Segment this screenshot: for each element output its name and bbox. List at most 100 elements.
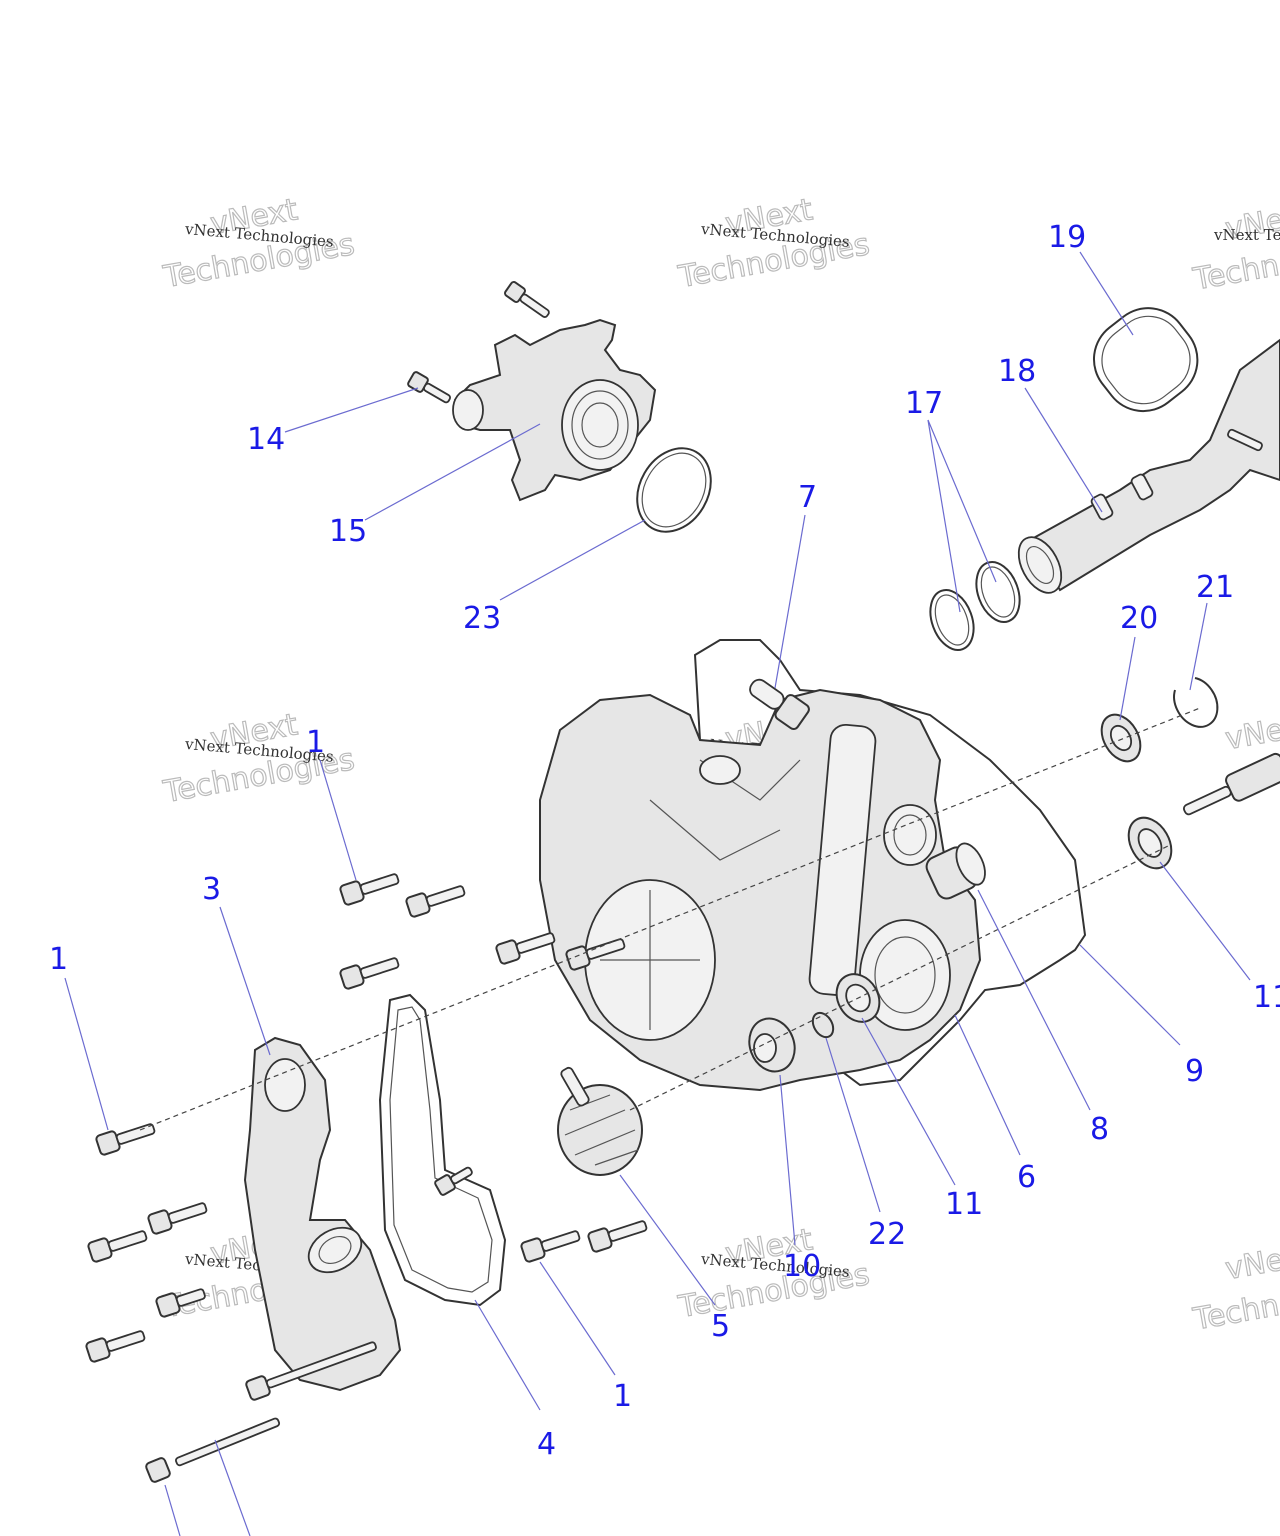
o-ring-17-b — [975, 561, 1021, 623]
bolt-1 — [147, 1202, 208, 1235]
callout-5: 5 — [711, 1309, 730, 1344]
callout-17: 17 — [905, 386, 943, 421]
seal-10-inner — [753, 1033, 777, 1063]
thermostat-housing-group — [407, 281, 712, 533]
leader-1-top — [319, 759, 357, 881]
watermark-big-1: vNext — [1223, 707, 1280, 757]
bolt-14-left — [407, 371, 451, 404]
o-ring-23-inner — [641, 452, 707, 528]
engine-cover-group — [539, 639, 1087, 1092]
callout-21: 21 — [1196, 570, 1234, 605]
bolt-1 — [495, 932, 556, 965]
callout-labels: 19 18 17 14 15 23 7 20 21 1 3 1 9 11 8 6… — [49, 220, 1280, 1462]
leader-17a — [927, 419, 961, 613]
callout-20: 20 — [1120, 601, 1158, 636]
bolt-1 — [339, 873, 400, 906]
callout-9: 9 — [1185, 1054, 1204, 1089]
leader-14 — [284, 387, 419, 433]
callout-3: 3 — [202, 872, 221, 907]
housing-flange — [561, 379, 639, 471]
callout-10: 10 — [783, 1249, 821, 1284]
callout-6: 6 — [1017, 1160, 1036, 1195]
bolt-set — [85, 873, 648, 1483]
bolt-1 — [95, 1123, 156, 1156]
watermark-small-top-right: vNext Te — [1213, 226, 1280, 244]
leader-21 — [1189, 602, 1208, 691]
o-ring-17-a — [929, 589, 975, 651]
pump-cover-bore — [264, 1058, 306, 1112]
leader-22 — [825, 1037, 881, 1213]
leader-1-left — [64, 977, 109, 1131]
bolt-1 — [87, 1230, 148, 1263]
coolant-pipe-group — [929, 307, 1280, 651]
circlip-21 — [1173, 677, 1219, 728]
o-ring-17-b-inner — [980, 566, 1016, 618]
o-ring-17-a-inner — [934, 594, 970, 646]
bolt-1 — [339, 957, 400, 990]
axis-lower — [629, 844, 1171, 1111]
callout-14: 14 — [247, 422, 285, 457]
leader-20 — [1119, 636, 1136, 721]
shaft-group — [1100, 677, 1280, 870]
leader-5 — [619, 1174, 716, 1306]
callout-1-bottom: 1 — [613, 1379, 632, 1414]
bolt-1 — [520, 1230, 581, 1263]
bolt-1 — [155, 1288, 206, 1318]
callout-1-top: 1 — [306, 725, 325, 760]
leader-6 — [954, 1014, 1021, 1156]
coolant-pipe — [1028, 338, 1280, 592]
leader-3 — [219, 906, 271, 1056]
watermark-big-1: vNext — [1223, 1237, 1280, 1287]
callout-11-right: 11 — [1253, 980, 1280, 1015]
stud-gasket — [434, 1166, 473, 1196]
cover-hole — [699, 755, 741, 785]
leader-18 — [1024, 387, 1103, 513]
cover-port-inner — [893, 814, 927, 856]
leader-11-left — [861, 1017, 956, 1186]
housing-thermostat-inner — [581, 402, 619, 448]
leader-lines — [64, 251, 1251, 1536]
leader-4 — [474, 1299, 541, 1411]
pump-shaft — [1182, 752, 1280, 816]
plug-8 — [925, 842, 986, 900]
callout-22: 22 — [868, 1217, 906, 1252]
cover-channel — [808, 723, 877, 997]
o-ring-19-inner — [1101, 315, 1191, 405]
bolt-1 — [565, 938, 626, 971]
o-ring-23 — [636, 447, 712, 533]
bolt-1 — [405, 885, 466, 918]
bolt-1 — [587, 1220, 648, 1253]
seal-11-right-inner — [1137, 828, 1163, 858]
o-ring-22 — [811, 1011, 835, 1039]
leader-bottom-b — [214, 1439, 251, 1536]
callout-7: 7 — [798, 480, 817, 515]
leader-8 — [977, 889, 1091, 1111]
leader-17b — [927, 419, 997, 583]
callout-15: 15 — [329, 514, 367, 549]
leader-7 — [774, 514, 806, 689]
callout-23: 23 — [463, 601, 501, 636]
watermark-mid-right: vNext — [1222, 707, 1280, 758]
leader-15 — [364, 423, 541, 521]
assembly-axes — [139, 707, 1201, 1131]
leader-11-right — [1159, 861, 1251, 981]
callout-1-left: 1 — [49, 942, 68, 977]
water-pump-cover-3 — [243, 1036, 402, 1392]
impeller-5 — [557, 1066, 643, 1176]
bolt-14-top — [504, 281, 550, 318]
housing-inlet — [452, 389, 484, 431]
leader-19 — [1079, 251, 1134, 336]
leader-9 — [1079, 944, 1181, 1046]
cover-port — [883, 804, 937, 866]
watermark-bottom-right: vNext Technologies — [1189, 1237, 1280, 1338]
housing-thermostat — [571, 390, 629, 460]
pump-cover-outlet-inner — [318, 1235, 352, 1265]
leader-1-bottom — [539, 1261, 616, 1376]
bolt-1 — [85, 1330, 146, 1363]
cover-bore-inner — [874, 936, 936, 1014]
callout-18: 18 — [998, 354, 1036, 389]
callout-4: 4 — [537, 1427, 556, 1462]
callout-11-left: 11 — [945, 1187, 983, 1222]
pipe-end — [1017, 536, 1063, 594]
